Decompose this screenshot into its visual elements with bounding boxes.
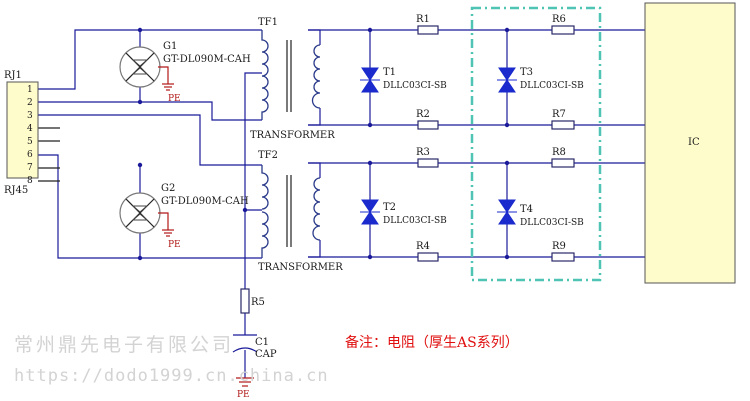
watermark-url: https://dodo1999.cn.china.cn	[14, 366, 329, 386]
rj45-type: RJ45	[4, 185, 28, 196]
resistor-r5	[240, 288, 250, 314]
resistor-r6	[551, 25, 575, 35]
tvs-t2: T2 DLLC03CI-SB	[360, 199, 447, 226]
tf2-label: TRANSFORMER	[258, 262, 343, 273]
rj45-pin-1: 1	[27, 85, 33, 95]
tvs-t1: T1 DLLC03CI-SB	[360, 67, 447, 93]
resistor-r3-ref: R3	[416, 147, 430, 158]
resistor-r7	[551, 120, 575, 130]
resistor-r8-ref: R8	[552, 147, 566, 158]
wires	[38, 29, 645, 378]
resistor-r5-ref: R5	[251, 297, 265, 308]
gdt-g1-ground: PE	[168, 94, 181, 104]
tf1-label: TRANSFORMER	[250, 130, 335, 141]
ic-block: IC	[644, 2, 736, 284]
ic-label: IC	[688, 137, 700, 148]
gdt-g2-ref: G2	[161, 183, 175, 194]
watermark-company: 常州鼎先电子有限公司	[14, 334, 234, 356]
resistor-r2-ref: R2	[416, 109, 430, 120]
tf1-ref: TF1	[258, 17, 278, 28]
tvs-t1-part: DLLC03CI-SB	[383, 81, 447, 91]
rj45-pin-labels: 1 2 3 4 5 6 7 8	[27, 85, 33, 186]
transformer-tf1: TF1 TRANSFORMER	[250, 17, 335, 141]
resistor-r1-ref: R1	[416, 14, 430, 25]
gdt-g1: G1 GT-DL090M-CAH PE	[119, 41, 251, 104]
tvs-t1-ref: T1	[383, 67, 396, 78]
rj45-pin-2: 2	[27, 98, 33, 108]
rj45-ref: RJ1	[4, 70, 22, 81]
rj45-pin-6: 6	[27, 150, 33, 160]
rj45-pin-4: 4	[27, 124, 33, 134]
tvs-t4-ref: T4	[520, 204, 533, 215]
capacitor-c1: C1 CAP PE	[232, 334, 277, 400]
resistor-r7-ref: R7	[552, 109, 566, 120]
resistor-r2	[417, 120, 439, 130]
tvs-t4-part: DLLC03CI-SB	[520, 218, 584, 228]
rj45-pin-7: 7	[27, 163, 33, 173]
gdt-g2-part: GT-DL090M-CAH	[161, 196, 249, 207]
tf2-ref: TF2	[258, 150, 278, 161]
transformer-tf2: TF2 TRANSFORMER	[258, 150, 343, 273]
resistor-note: 备注：电阻（厚生AS系列）	[345, 334, 519, 351]
junctions	[137, 27, 510, 261]
resistor-r3	[417, 158, 439, 168]
rj45-pin-5: 5	[27, 137, 33, 147]
tvs-t3-part: DLLC03CI-SB	[520, 81, 584, 91]
tvs-t2-part: DLLC03CI-SB	[383, 216, 447, 226]
tvs-t3-ref: T3	[520, 67, 533, 78]
rj45-pin-8: 8	[27, 176, 33, 186]
capacitor-c1-value: CAP	[255, 349, 277, 360]
tvs-t2-ref: T2	[383, 202, 396, 213]
resistor-r4-ref: R4	[416, 241, 430, 252]
rj45-pin-3: 3	[27, 111, 33, 121]
resistor-r6-ref: R6	[552, 14, 566, 25]
resistor-r9	[551, 252, 575, 262]
resistor-r8	[551, 158, 575, 168]
resistor-r4	[417, 252, 439, 262]
rj45-connector: RJ1 RJ45 1 2 3 4 5 6 7 8	[4, 70, 39, 196]
resistors: R1 R2 R3 R4 R6 R7 R8 R9 R5	[240, 14, 575, 314]
capacitor-c1-ref: C1	[255, 337, 269, 348]
gdt-g1-ref: G1	[163, 41, 177, 52]
tvs-t3: T3 DLLC03CI-SB	[497, 67, 584, 93]
gdt-g1-part: GT-DL090M-CAH	[163, 54, 251, 65]
highlight-box	[470, 6, 602, 282]
resistor-r1	[417, 25, 439, 35]
gdt-g2: G2 GT-DL090M-CAH PE	[119, 183, 249, 250]
capacitor-c1-ground: PE	[237, 390, 250, 400]
resistor-r9-ref: R9	[552, 241, 566, 252]
tvs-t4: T4 DLLC03CI-SB	[497, 199, 584, 228]
gdt-g2-ground: PE	[168, 240, 181, 250]
